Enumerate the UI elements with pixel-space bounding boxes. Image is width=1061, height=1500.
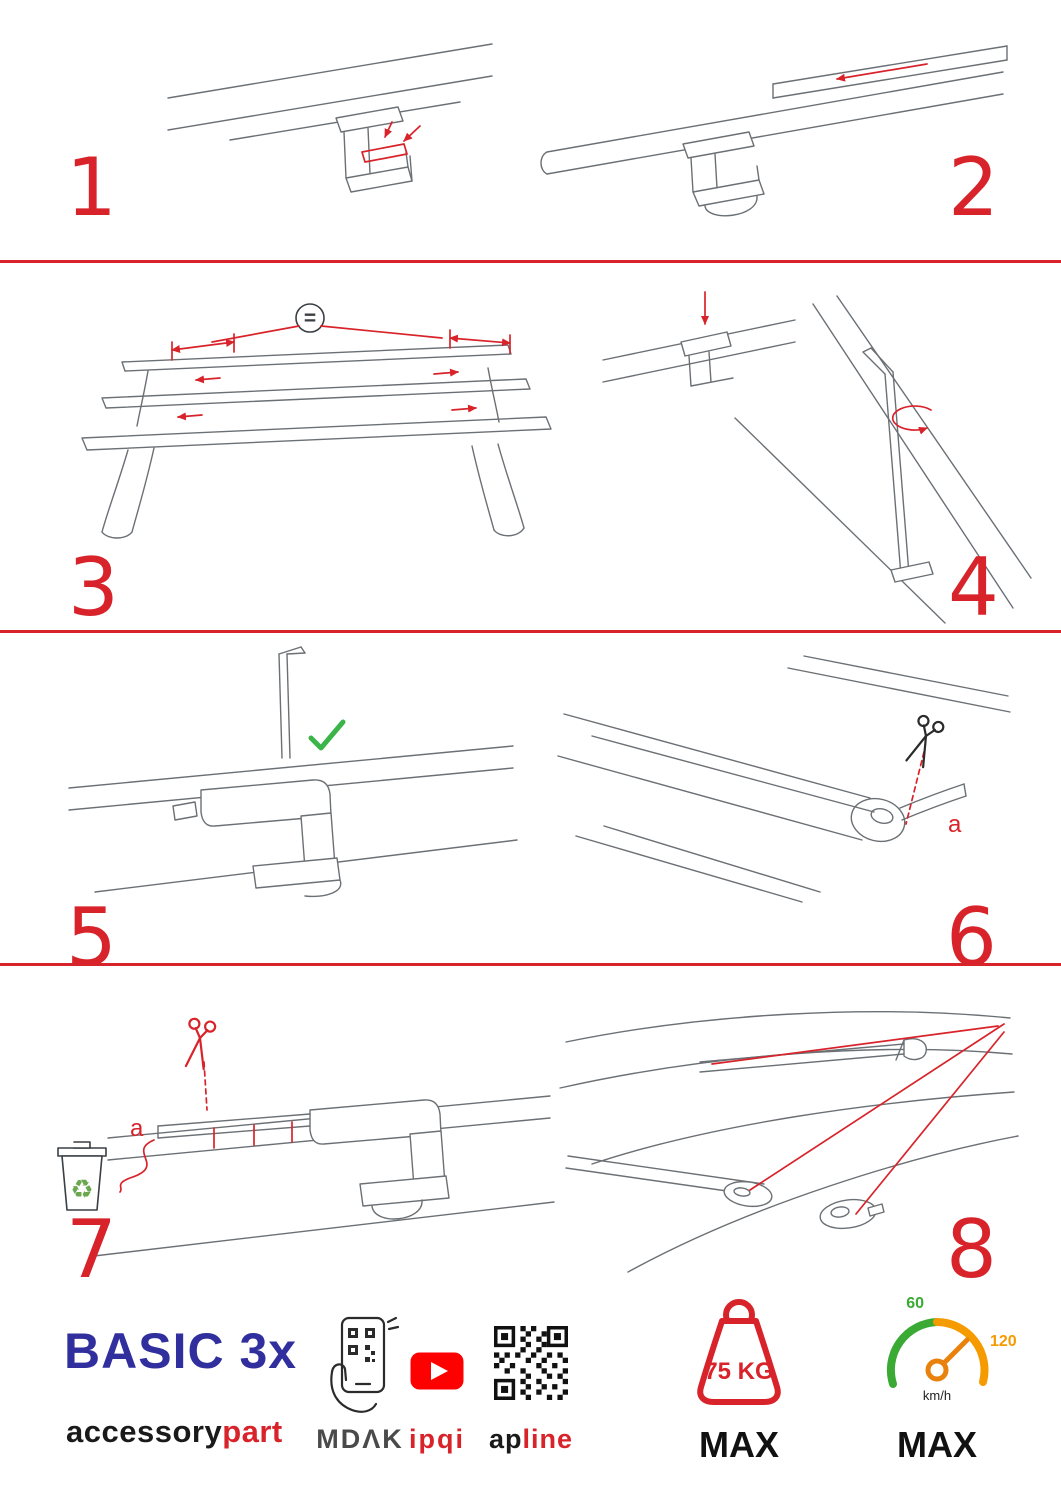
insert-and-turn-arrows bbox=[701, 291, 932, 435]
speedometer-icon: 60 120 km/h bbox=[886, 1295, 1017, 1403]
cut-label-a: a bbox=[130, 1115, 144, 1142]
apline-label-red: line bbox=[522, 1424, 574, 1454]
weight-max-label: MAX bbox=[699, 1424, 779, 1465]
brand-logo: BASIC 3x bbox=[64, 1323, 298, 1379]
step-6-number: 6 bbox=[946, 891, 997, 984]
step-7-number: 7 bbox=[66, 1203, 117, 1296]
speed-max-label: MAX bbox=[897, 1424, 977, 1465]
rubber-pad-highlight bbox=[361, 121, 421, 163]
youtube-icon bbox=[410, 1352, 464, 1390]
cut-line bbox=[905, 751, 925, 825]
company-name: accessorypart bbox=[66, 1414, 283, 1450]
step-5-illustration bbox=[68, 646, 518, 898]
step-3-illustration: = bbox=[81, 303, 552, 539]
step-1-number: 1 bbox=[66, 141, 117, 234]
qr-scan-phone-icon bbox=[330, 1316, 400, 1413]
step-4-number: 4 bbox=[948, 541, 999, 634]
play-icon bbox=[431, 1362, 448, 1380]
weight-limit-icon: 75 KG bbox=[697, 1299, 781, 1405]
trash-bin-icon bbox=[57, 1141, 107, 1211]
qr-code bbox=[494, 1326, 568, 1400]
speed-high-label: 120 bbox=[990, 1333, 1017, 1350]
step-5-number: 5 bbox=[66, 891, 117, 984]
company-name-black: accessory bbox=[66, 1414, 223, 1449]
section-divider bbox=[0, 963, 1061, 966]
cut-label-a: a bbox=[948, 811, 962, 838]
cut-marks bbox=[119, 1061, 293, 1193]
weight-value: 75 KG bbox=[704, 1358, 773, 1385]
placement-leader-lines bbox=[711, 1023, 1005, 1215]
step-7-illustration: a ♻ bbox=[57, 1017, 555, 1257]
step-3-number: 3 bbox=[68, 541, 119, 634]
step-2-number: 2 bbox=[948, 141, 999, 234]
equal-spacing-dimensions bbox=[171, 325, 511, 421]
speed-low-label: 60 bbox=[906, 1295, 924, 1312]
recycle-icon: ♻ bbox=[70, 1175, 93, 1205]
section-divider bbox=[0, 630, 1061, 633]
apline-label-black: ap bbox=[488, 1424, 523, 1454]
scissors-icon bbox=[184, 1017, 217, 1071]
slide-direction-arrow bbox=[836, 63, 928, 82]
step-8-illustration bbox=[559, 1011, 1019, 1273]
checkmark-icon bbox=[308, 719, 346, 751]
step-1-illustration bbox=[167, 43, 493, 193]
scissors-icon bbox=[905, 714, 945, 769]
step-2-illustration bbox=[540, 45, 1008, 217]
ipqi-label: ipqi bbox=[409, 1424, 465, 1454]
step-6-illustration: a bbox=[557, 655, 1011, 903]
step-8-number: 8 bbox=[946, 1203, 997, 1296]
mdak-label: MDΛK bbox=[316, 1424, 404, 1454]
speed-unit-label: km/h bbox=[923, 1388, 951, 1403]
equal-symbol: = bbox=[304, 307, 316, 330]
apline-label: apline bbox=[480, 1424, 582, 1455]
section-divider bbox=[0, 260, 1061, 263]
step-4-illustration bbox=[602, 291, 1032, 624]
company-name-red: part bbox=[222, 1414, 283, 1449]
